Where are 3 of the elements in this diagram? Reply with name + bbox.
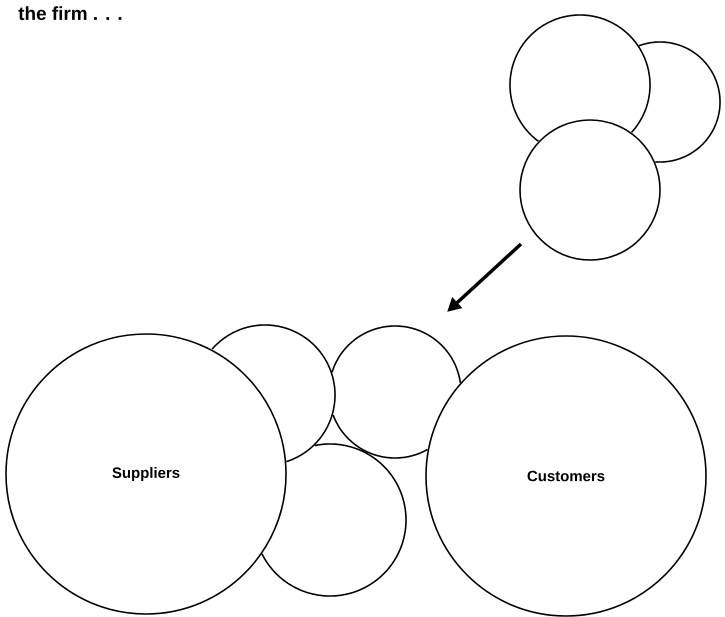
heading: the firm . . .: [18, 6, 122, 20]
circle: [519, 119, 661, 261]
circle: [331, 325, 462, 459]
